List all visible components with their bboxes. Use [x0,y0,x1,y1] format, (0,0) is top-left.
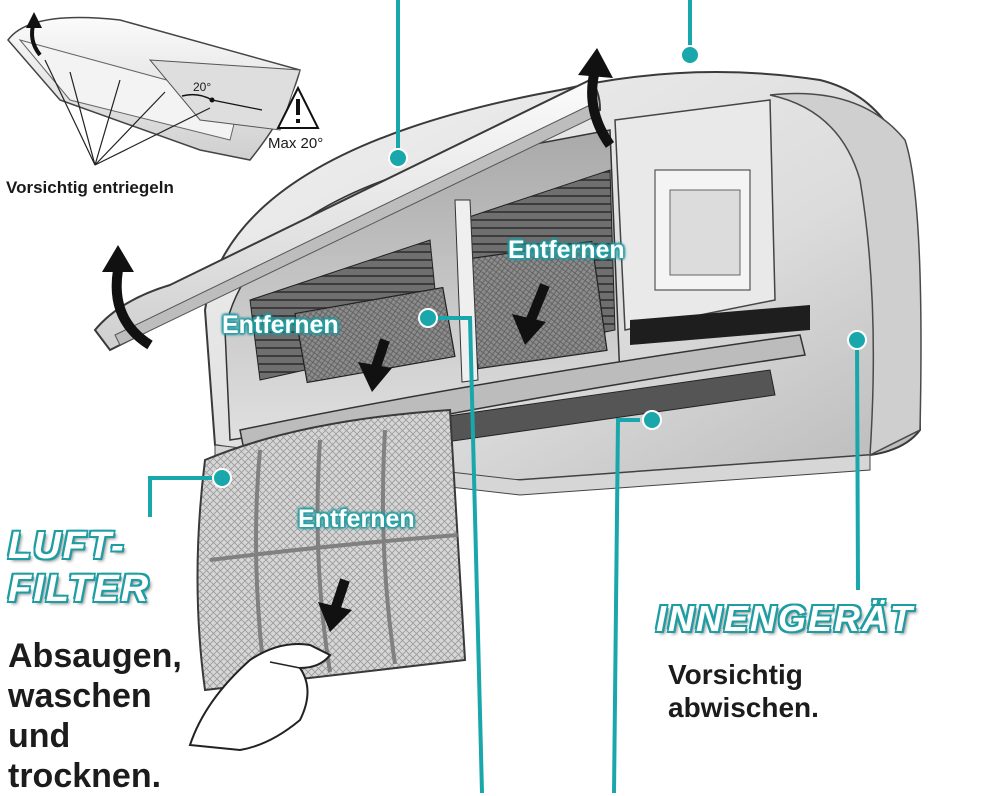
indoor-unit-title: INNENGERÄT [656,600,914,638]
remove-label-fine-filter-left: Entfernen [222,313,339,338]
air-filter-instruction-line2: waschen [8,676,182,716]
remove-label-fine-filter-right: Entfernen [508,238,625,263]
air-filter-instruction-line1: Absaugen, [8,636,182,676]
remove-label-air-filter: Entfernen [298,507,415,532]
air-filter-instruction: Absaugen, waschen und trocknen. [8,636,182,796]
indoor-unit-instruction: Vorsichtig abwischen. [668,658,819,724]
air-filter-title-line2: FILTER [8,570,150,610]
warning-max-angle-label: Max 20° [268,135,323,152]
inset-caption: Vorsichtig entriegeln [6,178,174,198]
inset-angle-label: 20° [193,80,211,94]
air-filter-title-line1: LUFT- [8,527,126,567]
indoor-unit-instruction-line2: abwischen. [668,691,819,724]
air-filter-illustration [198,410,466,690]
air-filter-instruction-line4: trocknen. [8,756,182,796]
indoor-unit-instruction-line1: Vorsichtig [668,658,819,691]
air-filter-instruction-line3: und [8,716,182,756]
